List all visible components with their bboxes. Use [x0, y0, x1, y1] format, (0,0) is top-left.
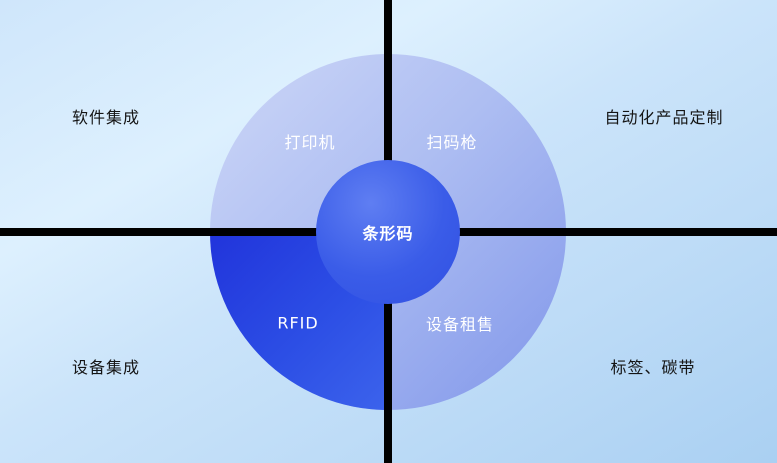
center-label: 条形码	[362, 224, 414, 243]
corner-label-equipment-integration: 设备集成	[71, 358, 141, 377]
quadrant-label-rfid: RFID	[277, 313, 319, 333]
corner-label-automation-customization: 自动化产品定制	[604, 108, 724, 127]
quadrant-label-scanner: 扫码枪	[426, 133, 478, 152]
corner-label-labels-ribbons: 标签、碳带	[610, 358, 696, 377]
corner-label-software-integration: 软件集成	[71, 108, 141, 127]
center-circle: 条形码	[316, 160, 460, 304]
quadrant-label-equipment-rental: 设备租售	[425, 315, 495, 334]
quadrant-label-printer: 打印机	[284, 133, 336, 152]
